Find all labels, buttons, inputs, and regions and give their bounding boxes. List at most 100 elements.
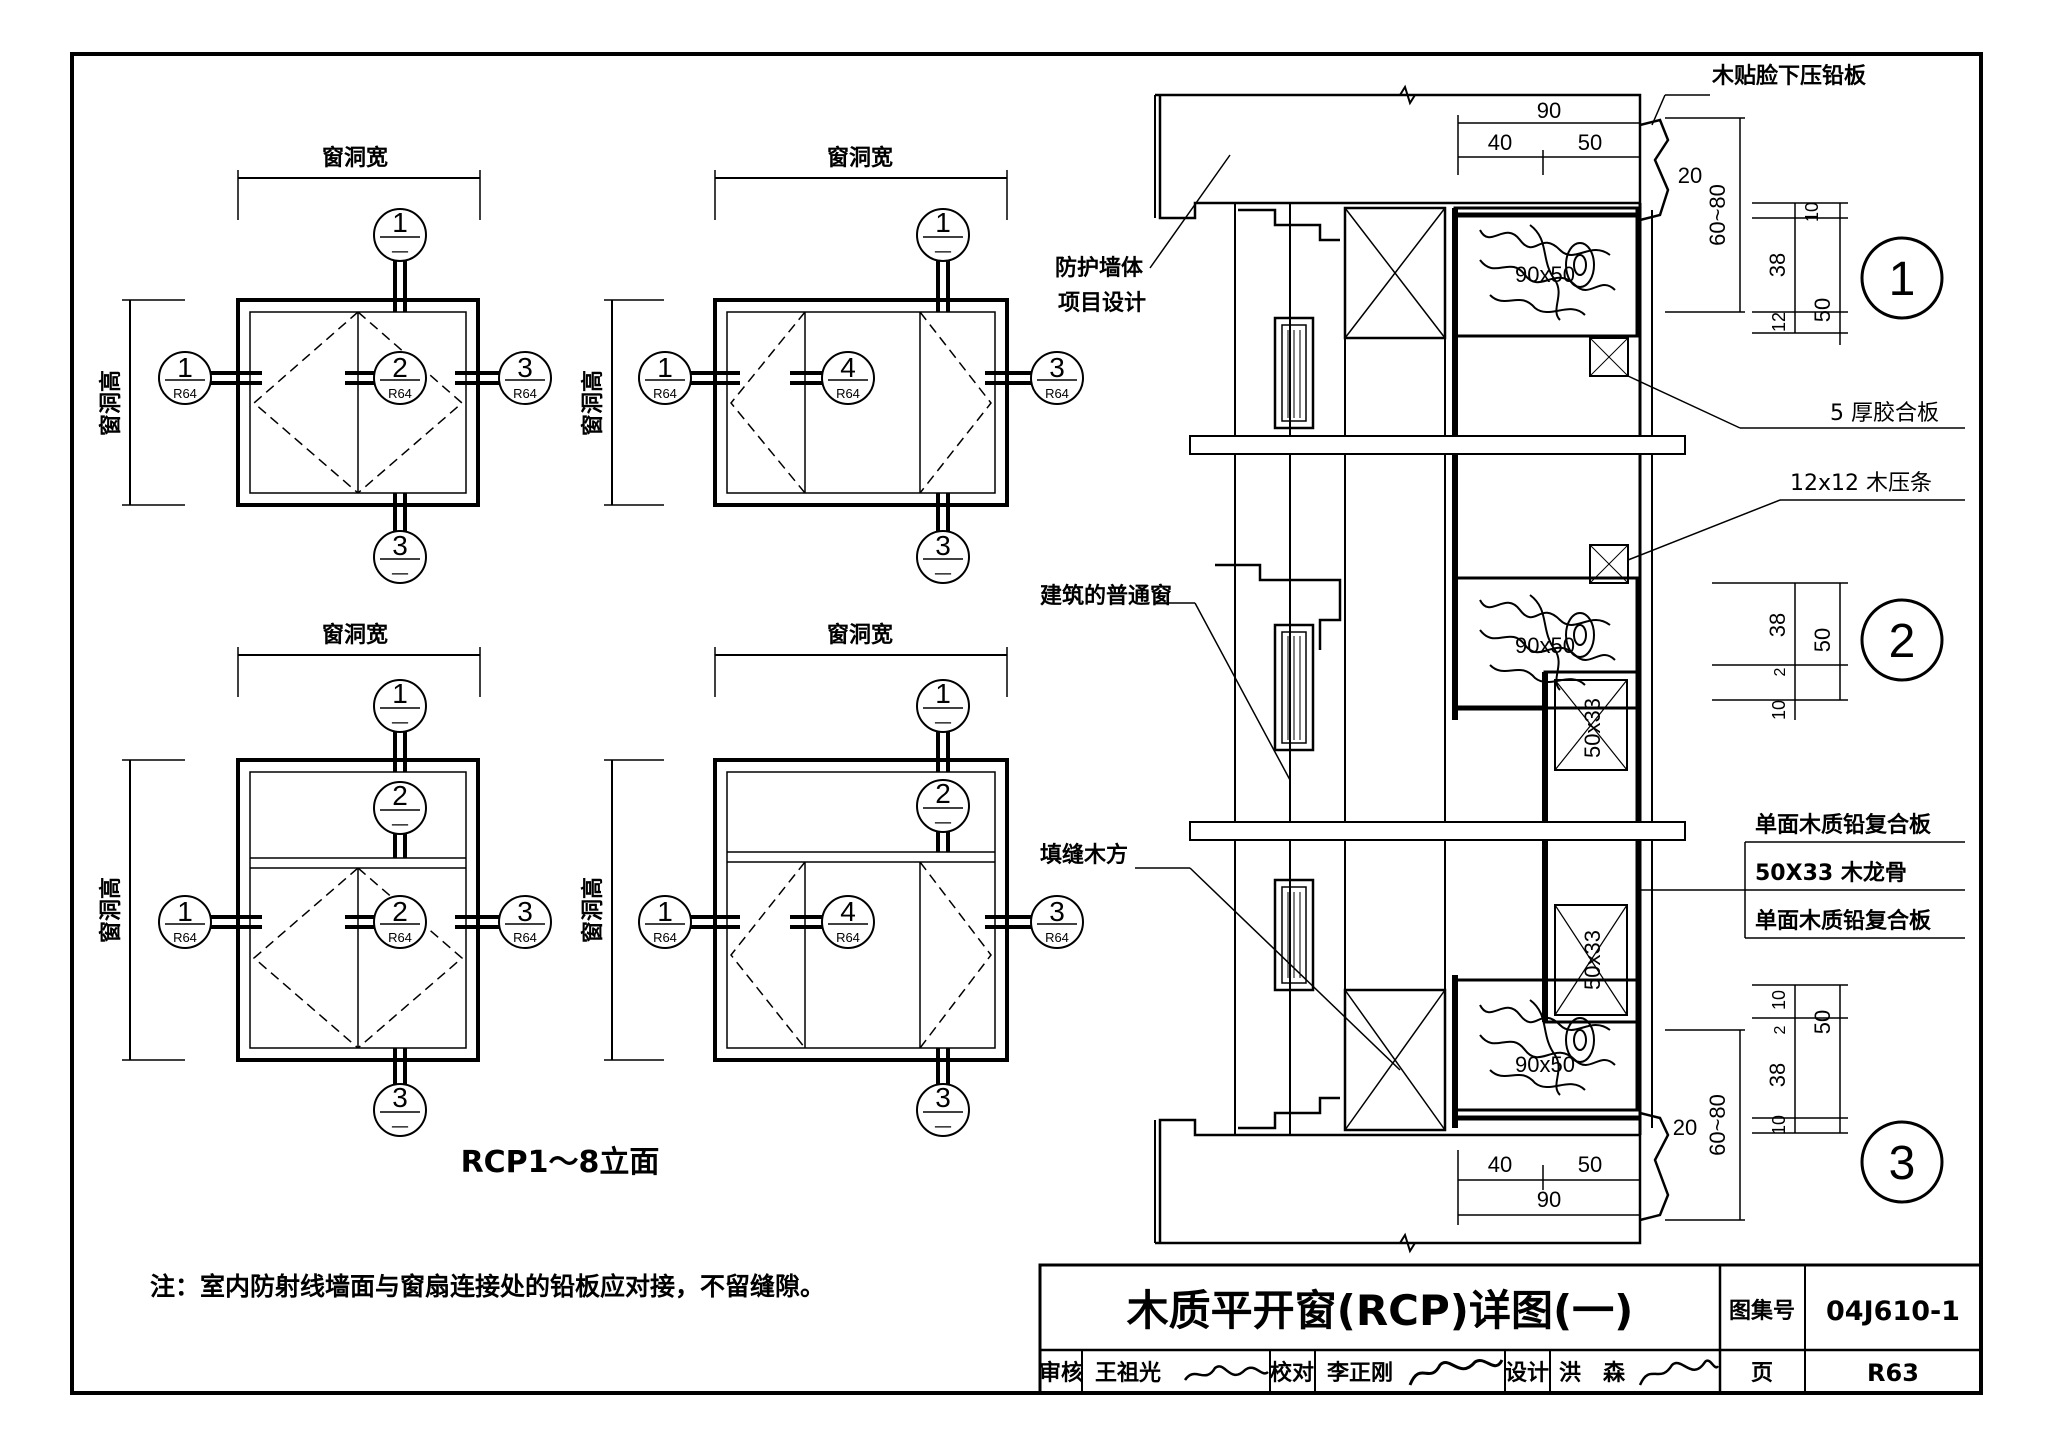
svg-text:60~80: 60~80 — [1705, 1094, 1730, 1156]
marker-bottom: 3 — [392, 530, 408, 561]
elevation-c: 窗洞宽 窗洞高 1 — 2 — 3 — [98, 622, 552, 1137]
svg-text:R64: R64 — [836, 386, 860, 401]
marker-mid: 2 — [392, 352, 408, 383]
marker-center-4: 4 — [840, 896, 856, 927]
label-strip: 12x12 木压条 — [1790, 471, 1932, 496]
label-protective-wall: 防护墙体 — [1055, 256, 1144, 281]
marker-bottom: 3 — [935, 1082, 951, 1113]
label-plywood: 5 厚胶合板 — [1830, 401, 1939, 426]
checker-signature — [1408, 1359, 1504, 1386]
svg-text:50: 50 — [1578, 1152, 1602, 1177]
marker-left: 1 — [177, 352, 193, 383]
detail-marker-1: 1 — [1860, 236, 1944, 320]
svg-text:2: 2 — [1772, 1025, 1789, 1034]
svg-text:20: 20 — [1673, 1115, 1697, 1140]
marker-left: 1 — [657, 352, 673, 383]
svg-text:R64: R64 — [388, 386, 412, 401]
checker-name: 李正刚 — [1326, 1361, 1393, 1386]
svg-text:50: 50 — [1810, 1010, 1835, 1034]
elevation-b: 窗洞宽 窗洞高 1 — 3 — 1 R64 — [580, 145, 1084, 584]
designer-signature — [1638, 1359, 1720, 1386]
svg-text:R64: R64 — [653, 386, 677, 401]
marker-right: 3 — [517, 896, 533, 927]
svg-text:R64: R64 — [173, 930, 197, 945]
svg-text:90x50: 90x50 — [1515, 262, 1575, 287]
elevation-group: 窗洞宽 窗洞高 1 — 3 — 1 R64 — [98, 145, 1084, 1180]
svg-text:38: 38 — [1765, 613, 1790, 637]
page-number: R63 — [1867, 1359, 1919, 1387]
svg-text:—: — — [934, 563, 952, 584]
reviewer-name: 王祖光 — [1095, 1361, 1161, 1386]
svg-text:R64: R64 — [513, 386, 537, 401]
section-callouts: 木贴脸下压铅板 防护墙体 项目设计 5 厚胶合板 12x12 木压条 建筑的普通… — [1040, 63, 1965, 1204]
marker-center-4: 4 — [840, 352, 856, 383]
marker-left: 1 — [657, 896, 673, 927]
marker-bottom: 3 — [392, 1082, 408, 1113]
svg-text:50x33: 50x33 — [1580, 930, 1605, 990]
svg-text:R64: R64 — [173, 386, 197, 401]
svg-text:50x33: 50x33 — [1580, 698, 1605, 758]
svg-text:60~80: 60~80 — [1705, 184, 1730, 246]
marker-right: 3 — [1049, 896, 1065, 927]
elevation-a: 窗洞宽 窗洞高 1 — 3 — 1 R64 — [98, 145, 552, 584]
svg-text:10: 10 — [1769, 1115, 1789, 1135]
svg-text:10: 10 — [1769, 990, 1789, 1010]
marker-mid-2: 2 — [392, 780, 408, 811]
svg-text:90: 90 — [1537, 98, 1561, 123]
svg-text:20: 20 — [1678, 163, 1702, 188]
atlas-label: 图集号 — [1729, 1298, 1795, 1324]
svg-text:—: — — [934, 812, 952, 833]
detail-marker-3: 3 — [1860, 1120, 1944, 1204]
title-block: 木质平开窗(RCP)详图(一) 图集号 04J610-1 审核 王祖光 校对 李… — [1038, 1263, 1983, 1395]
page-label: 页 — [1751, 1361, 1773, 1386]
reviewer-signature — [1183, 1365, 1269, 1381]
detail-marker-2: 2 — [1860, 598, 1944, 682]
width-label: 窗洞宽 — [322, 145, 388, 171]
marker-right: 3 — [517, 352, 533, 383]
label-project-design: 项目设计 — [1058, 291, 1146, 316]
check-label: 校对 — [1270, 1360, 1314, 1386]
svg-text:R64: R64 — [388, 930, 412, 945]
marker-top: 1 — [392, 207, 408, 238]
elevation-d: 窗洞宽 窗洞高 1 — 2 — 3 — [580, 622, 1084, 1137]
svg-text:R64: R64 — [1045, 386, 1069, 401]
svg-text:R64: R64 — [1045, 930, 1069, 945]
marker-mid-2: 2 — [935, 778, 951, 809]
width-label: 窗洞宽 — [827, 145, 893, 171]
svg-text:2: 2 — [1889, 615, 1916, 668]
height-label: 窗洞高 — [98, 877, 124, 943]
svg-text:90x50: 90x50 — [1515, 1052, 1575, 1077]
marker-top: 1 — [935, 678, 951, 709]
marker-mid: 2 — [392, 896, 408, 927]
label-ordinary-window: 建筑的普通窗 — [1040, 583, 1172, 609]
svg-text:R64: R64 — [653, 930, 677, 945]
svg-text:12: 12 — [1769, 312, 1789, 332]
design-label: 设计 — [1505, 1361, 1549, 1386]
svg-text:—: — — [934, 1116, 952, 1137]
svg-text:R64: R64 — [836, 930, 860, 945]
svg-text:10: 10 — [1802, 202, 1822, 222]
svg-text:3: 3 — [1889, 1137, 1916, 1190]
svg-text:—: — — [391, 241, 409, 262]
svg-text:R64: R64 — [513, 930, 537, 945]
label-keel: 50X33 木龙骨 — [1755, 861, 1907, 886]
marker-top: 1 — [392, 678, 408, 709]
svg-text:2: 2 — [1772, 667, 1789, 676]
label-filler: 填缝木方 — [1040, 842, 1128, 868]
sheet-border — [70, 52, 1983, 1395]
svg-text:—: — — [934, 712, 952, 733]
section-annotations: 90 40 50 20 60~80 10 38 50 12 38 50 2 10 — [1457, 98, 1848, 1225]
svg-text:50: 50 — [1810, 298, 1835, 322]
section-detail — [1154, 84, 1686, 1254]
general-note: 注：室内防射线墙面与窗扇连接处的铅板应对接，不留缝隙。 — [150, 1272, 825, 1301]
label-lead-sheet: 木贴脸下压铅板 — [1711, 63, 1867, 89]
svg-text:50: 50 — [1578, 130, 1602, 155]
height-label: 窗洞高 — [98, 370, 124, 436]
marker-left: 1 — [177, 896, 193, 927]
svg-text:50: 50 — [1810, 628, 1835, 652]
label-composite-panel-2: 单面木质铅复合板 — [1755, 908, 1932, 934]
height-label: 窗洞高 — [580, 877, 606, 943]
svg-text:—: — — [934, 241, 952, 262]
svg-text:38: 38 — [1765, 253, 1790, 277]
